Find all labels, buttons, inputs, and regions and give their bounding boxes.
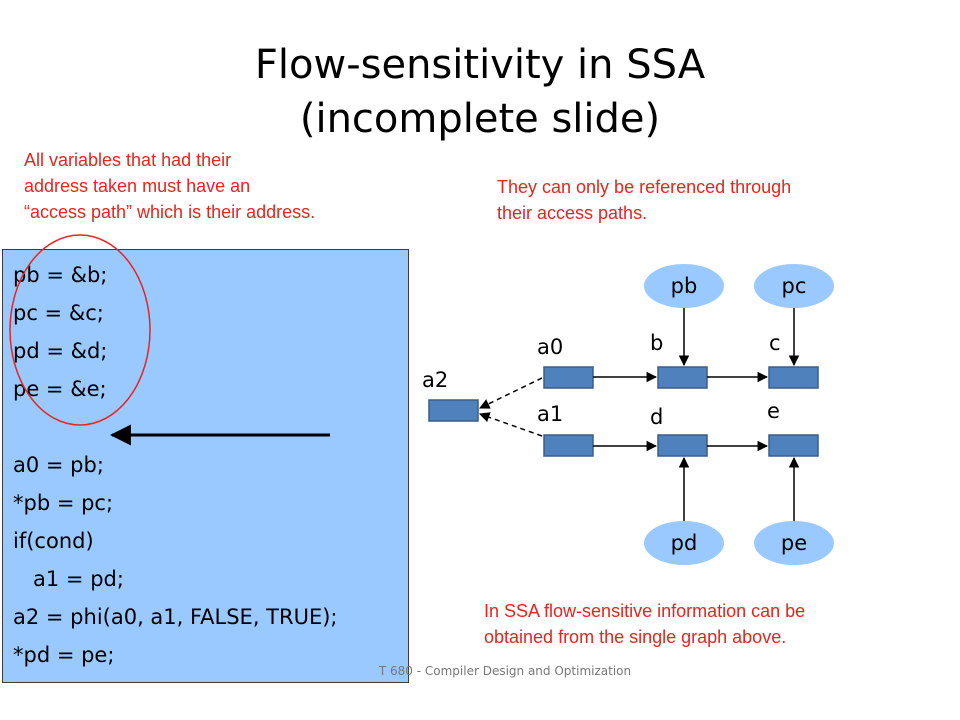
note-access-paths: They can only be referenced through thei… xyxy=(497,174,791,226)
label-b: b xyxy=(650,331,663,355)
note-line: address taken must have an xyxy=(24,176,251,196)
title-line-2: (incomplete slide) xyxy=(299,96,661,142)
note-line: In SSA flow-sensitive information can be xyxy=(484,601,806,621)
pointer-node-pc: pc xyxy=(754,264,834,308)
note-line: They can only be referenced through xyxy=(497,177,792,197)
note-line: All variables that had their xyxy=(24,150,232,170)
code-line: *pb = pc; xyxy=(13,491,114,515)
pointer-label: pe xyxy=(781,531,807,555)
pointer-label: pc xyxy=(782,274,807,298)
node-a0 xyxy=(543,366,594,389)
code-line: a2 = phi(a0, a1, FALSE, TRUE); xyxy=(13,605,338,629)
pointer-label: pd xyxy=(671,531,698,555)
edge-a2-a0 xyxy=(479,377,543,409)
label-e: e xyxy=(767,399,780,423)
label-a1: a1 xyxy=(537,402,563,426)
code-line: if(cond) xyxy=(13,529,94,553)
node-e xyxy=(768,434,819,457)
pointer-label: pb xyxy=(671,274,698,298)
pointer-node-pb: pb xyxy=(644,264,724,308)
code-line: pd = &d; xyxy=(13,339,108,363)
label-c: c xyxy=(769,331,781,355)
note-line: their access paths. xyxy=(497,203,648,223)
code-line: pc = &c; xyxy=(13,301,104,325)
node-a1 xyxy=(543,434,594,457)
highlight-circle xyxy=(9,234,151,426)
note-line: “access path” which is their address. xyxy=(24,202,316,222)
pointer-node-pe: pe xyxy=(754,521,834,565)
title-line-1: Flow-sensitivity in SSA xyxy=(254,42,706,88)
code-line: a1 = pd; xyxy=(13,567,124,591)
code-box: pb = &b; pc = &c; pd = &d; pe = &e; a0 =… xyxy=(2,249,409,683)
node-b xyxy=(657,366,708,389)
note-ssa-graph: In SSA flow-sensitive information can be… xyxy=(484,598,805,650)
edge-a2-a1 xyxy=(479,412,543,437)
code-line: pb = &b; xyxy=(13,263,108,287)
node-c xyxy=(768,366,819,389)
pointer-node-pd: pd xyxy=(644,521,724,565)
label-a0: a0 xyxy=(537,335,563,359)
code-line: a0 = pb; xyxy=(13,453,104,477)
code-line: pe = &e; xyxy=(13,377,107,401)
note-address-taken: All variables that had their address tak… xyxy=(24,147,315,225)
node-d xyxy=(657,434,708,457)
code-line: *pd = pe; xyxy=(13,643,115,667)
label-a2: a2 xyxy=(422,368,448,392)
note-line: obtained from the single graph above. xyxy=(484,627,787,647)
slide-footer: T 680 - Compiler Design and Optimization xyxy=(378,664,632,678)
slide-title: Flow-sensitivity in SSA (incomplete slid… xyxy=(0,38,960,146)
node-a2 xyxy=(428,399,479,422)
label-d: d xyxy=(650,405,663,429)
